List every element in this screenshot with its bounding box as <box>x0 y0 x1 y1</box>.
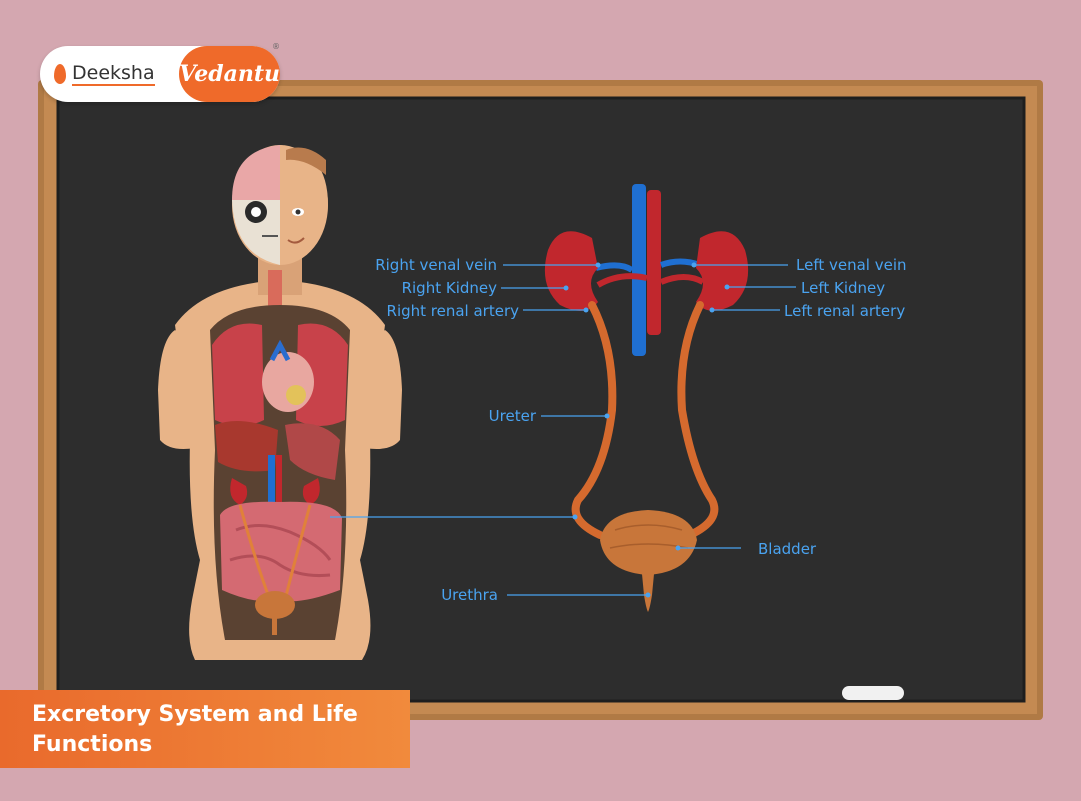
label-left-kidney: Left Kidney <box>801 279 885 297</box>
label-right-renal-artery: Right renal artery <box>387 302 520 320</box>
label-left-venal-vein: Left venal vein <box>796 256 907 274</box>
ureter-left <box>677 301 719 539</box>
brand-name-deeksha: Deeksha <box>72 62 155 86</box>
label-left-renal-artery: Left renal artery <box>784 302 905 320</box>
flame-icon <box>54 64 66 84</box>
label-bladder: Bladder <box>758 540 817 558</box>
label-urethra: Urethra <box>441 586 498 604</box>
right-kidney <box>544 231 598 311</box>
title-line-1: Excretory System and Life <box>32 702 358 727</box>
chalk <box>842 686 904 700</box>
title-line-2: Functions <box>32 732 153 757</box>
aorta <box>647 190 661 335</box>
urinary-system <box>544 184 749 612</box>
leader-lines <box>330 262 796 598</box>
page-title: Excretory System and Life Functions <box>0 690 410 768</box>
label-ureter: Ureter <box>489 407 537 425</box>
vena-cava <box>632 184 646 356</box>
label-right-kidney: Right Kidney <box>402 279 498 297</box>
human-torso-figure <box>158 145 402 660</box>
bladder-shape <box>600 510 697 575</box>
registered-mark: ® <box>272 42 280 51</box>
brand-logo: Deeksha Vedantu <box>40 46 280 102</box>
label-right-venal-vein: Right venal vein <box>375 256 497 274</box>
ureter-right <box>571 301 617 539</box>
brand-name-vedantu: Vedantu <box>179 61 280 87</box>
left-kidney <box>696 231 749 311</box>
